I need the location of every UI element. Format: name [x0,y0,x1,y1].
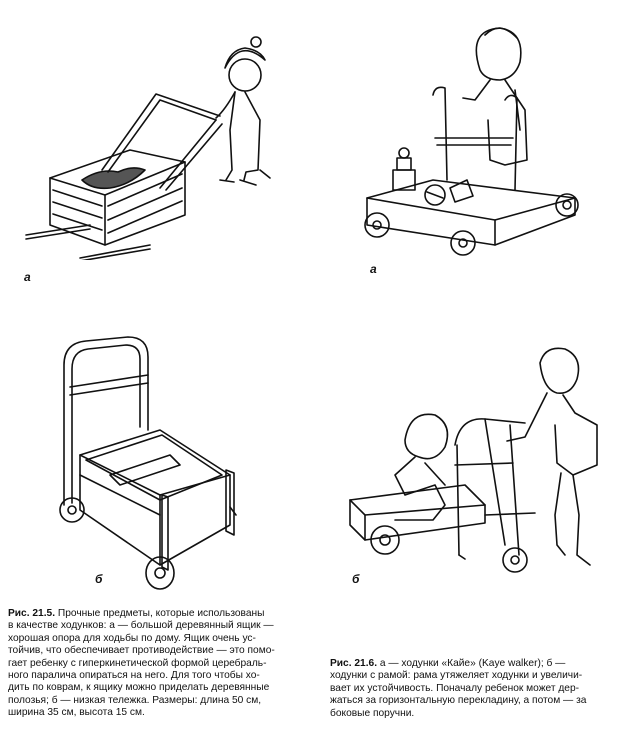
figure-21-6-label-b: б [352,572,360,586]
figure-21-5-caption-number: Рис. 21.5. [8,608,56,619]
caption-line: дить по коврам, к ящику можно приделать … [8,682,270,694]
caption-line: ходунки с рамой: рама утяжеляет ходунки … [330,670,583,682]
caption-line: хорошая опора для ходьбы по дому. Ящик о… [8,632,256,644]
caption-line: Прочные предметы, которые использованы [57,608,265,619]
figure-21-6-caption-number: Рис. 21.6. [330,658,378,669]
illustration-low-cart [50,335,260,595]
figure-21-5-caption: Рис. 21.5. Прочные предметы, которые исп… [8,608,320,720]
illustration-children-frame-walker [335,345,615,590]
figure-21-5-label-b: б [95,572,103,586]
caption-line: боковые поручни. [330,707,415,719]
figure-21-6-caption: Рис. 21.6. а — ходунки «Кайе» (Kaye walk… [330,658,618,720]
caption-line: жаться за горизонтальную перекладину, а … [330,695,587,707]
caption-line: ного паралича опираться на него. Для тог… [8,670,260,682]
caption-line: вает их устойчивость. Поначалу ребенок м… [330,682,580,694]
figure-21-6-label-a: а [370,262,377,276]
caption-line: ширина 35 см, высота 15 см. [8,707,145,719]
illustration-kaye-walker-toys [355,20,585,260]
caption-line: а — ходунки «Кайе» (Kaye walker); б — [379,658,566,669]
illustration-child-pushing-box [20,20,280,260]
caption-line: тойчив, что обеспечивает противодействие… [8,645,275,657]
caption-line: гает ребенку с гиперкинетической формой … [8,657,267,669]
caption-line: в качестве ходунков: а — большой деревян… [8,620,274,632]
caption-line: полозья; б — низкая тележка. Размеры: дл… [8,694,262,706]
figure-21-5-label-a: а [24,270,31,284]
